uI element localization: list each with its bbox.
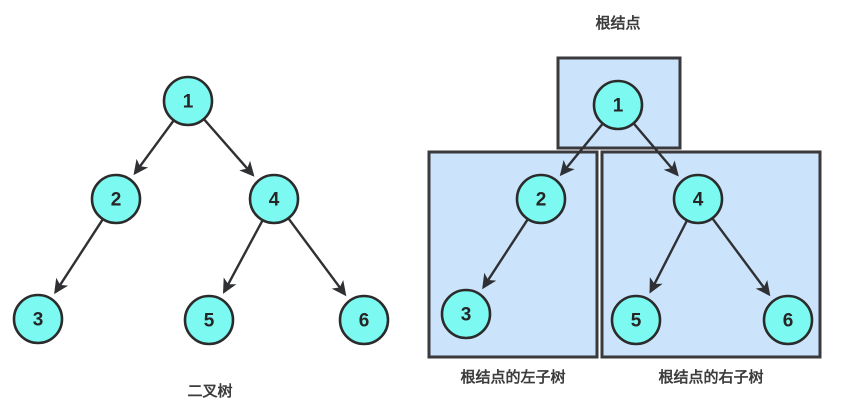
left-tree-node-label-1: 1	[183, 92, 194, 113]
right-tree-node-3: 3	[440, 288, 492, 340]
left-tree-node-6: 6	[338, 294, 390, 346]
left-tree-node-3: 3	[12, 293, 64, 345]
right-tree-node-label-3: 3	[461, 305, 472, 326]
right-tree-node-label-1: 1	[613, 96, 624, 117]
right-tree-edge-R1-to-R2	[559, 123, 604, 177]
right-tree-node-circle-6	[762, 294, 814, 346]
right-tree-edge-R1-to-R4	[633, 123, 679, 177]
right-tree-node-circle-5	[610, 294, 662, 346]
right-tree-node-label-6: 6	[783, 311, 794, 332]
right-tree-node-label-2: 2	[536, 190, 547, 211]
right-subtree-caption: 根结点的右子树	[658, 368, 763, 386]
left-tree-node-label-3: 3	[33, 310, 44, 331]
left-tree-node-1: 1	[162, 75, 214, 127]
left-tree-node-label-6: 6	[359, 311, 370, 332]
left-tree-node-2: 2	[90, 173, 142, 225]
left-diagram-caption: 二叉树	[187, 382, 232, 400]
right-tree-node-circle-1	[592, 79, 644, 131]
left-tree-node-label-4: 4	[269, 190, 280, 211]
right-tree-node-5: 5	[610, 294, 662, 346]
right-tree-node-4: 4	[672, 173, 724, 225]
right-tree-node-label-5: 5	[631, 311, 642, 332]
left-tree-node-circle-1	[162, 75, 214, 127]
right-tree-node-circle-3	[440, 288, 492, 340]
left-tree-edge-L1-to-L4	[203, 118, 255, 177]
left-tree-node-4: 4	[248, 173, 300, 225]
right-tree-edge-R4-to-R6	[711, 218, 771, 297]
left-tree-edge-L1-to-L2	[133, 120, 175, 176]
left-tree-node-circle-4	[248, 173, 300, 225]
right-tree-node-2: 2	[515, 173, 567, 225]
left-tree-node-circle-5	[183, 294, 235, 346]
right-tree-node-6: 6	[762, 294, 814, 346]
left-tree-node-circle-6	[338, 294, 390, 346]
right-tree-node-1: 1	[592, 79, 644, 131]
right-tree-edge-R2-to-R3	[482, 219, 529, 290]
left-tree-edge-L4-to-L6	[287, 218, 347, 297]
root-node-label: 根结点	[595, 14, 640, 32]
right-tree-node-circle-2	[515, 173, 567, 225]
left-tree-edge-L4-to-L5	[223, 220, 264, 294]
left-tree-node-circle-2	[90, 173, 142, 225]
right-tree-node-circle-4	[672, 173, 724, 225]
left-tree-edge-L2-to-L3	[54, 219, 104, 295]
left-tree-node-label-5: 5	[204, 311, 215, 332]
left-tree-node-5: 5	[183, 294, 235, 346]
right-tree-edge-R4-to-R5	[649, 220, 688, 294]
left-subtree-caption: 根结点的左子树	[460, 368, 565, 386]
right-tree-node-label-4: 4	[693, 190, 704, 211]
left-tree-node-label-2: 2	[111, 190, 122, 211]
tree-edges	[54, 118, 771, 297]
tree-nodes: 1 2 3 4 5 6 1 2 3 4 5 6	[12, 75, 814, 346]
left-tree-node-circle-3	[12, 293, 64, 345]
